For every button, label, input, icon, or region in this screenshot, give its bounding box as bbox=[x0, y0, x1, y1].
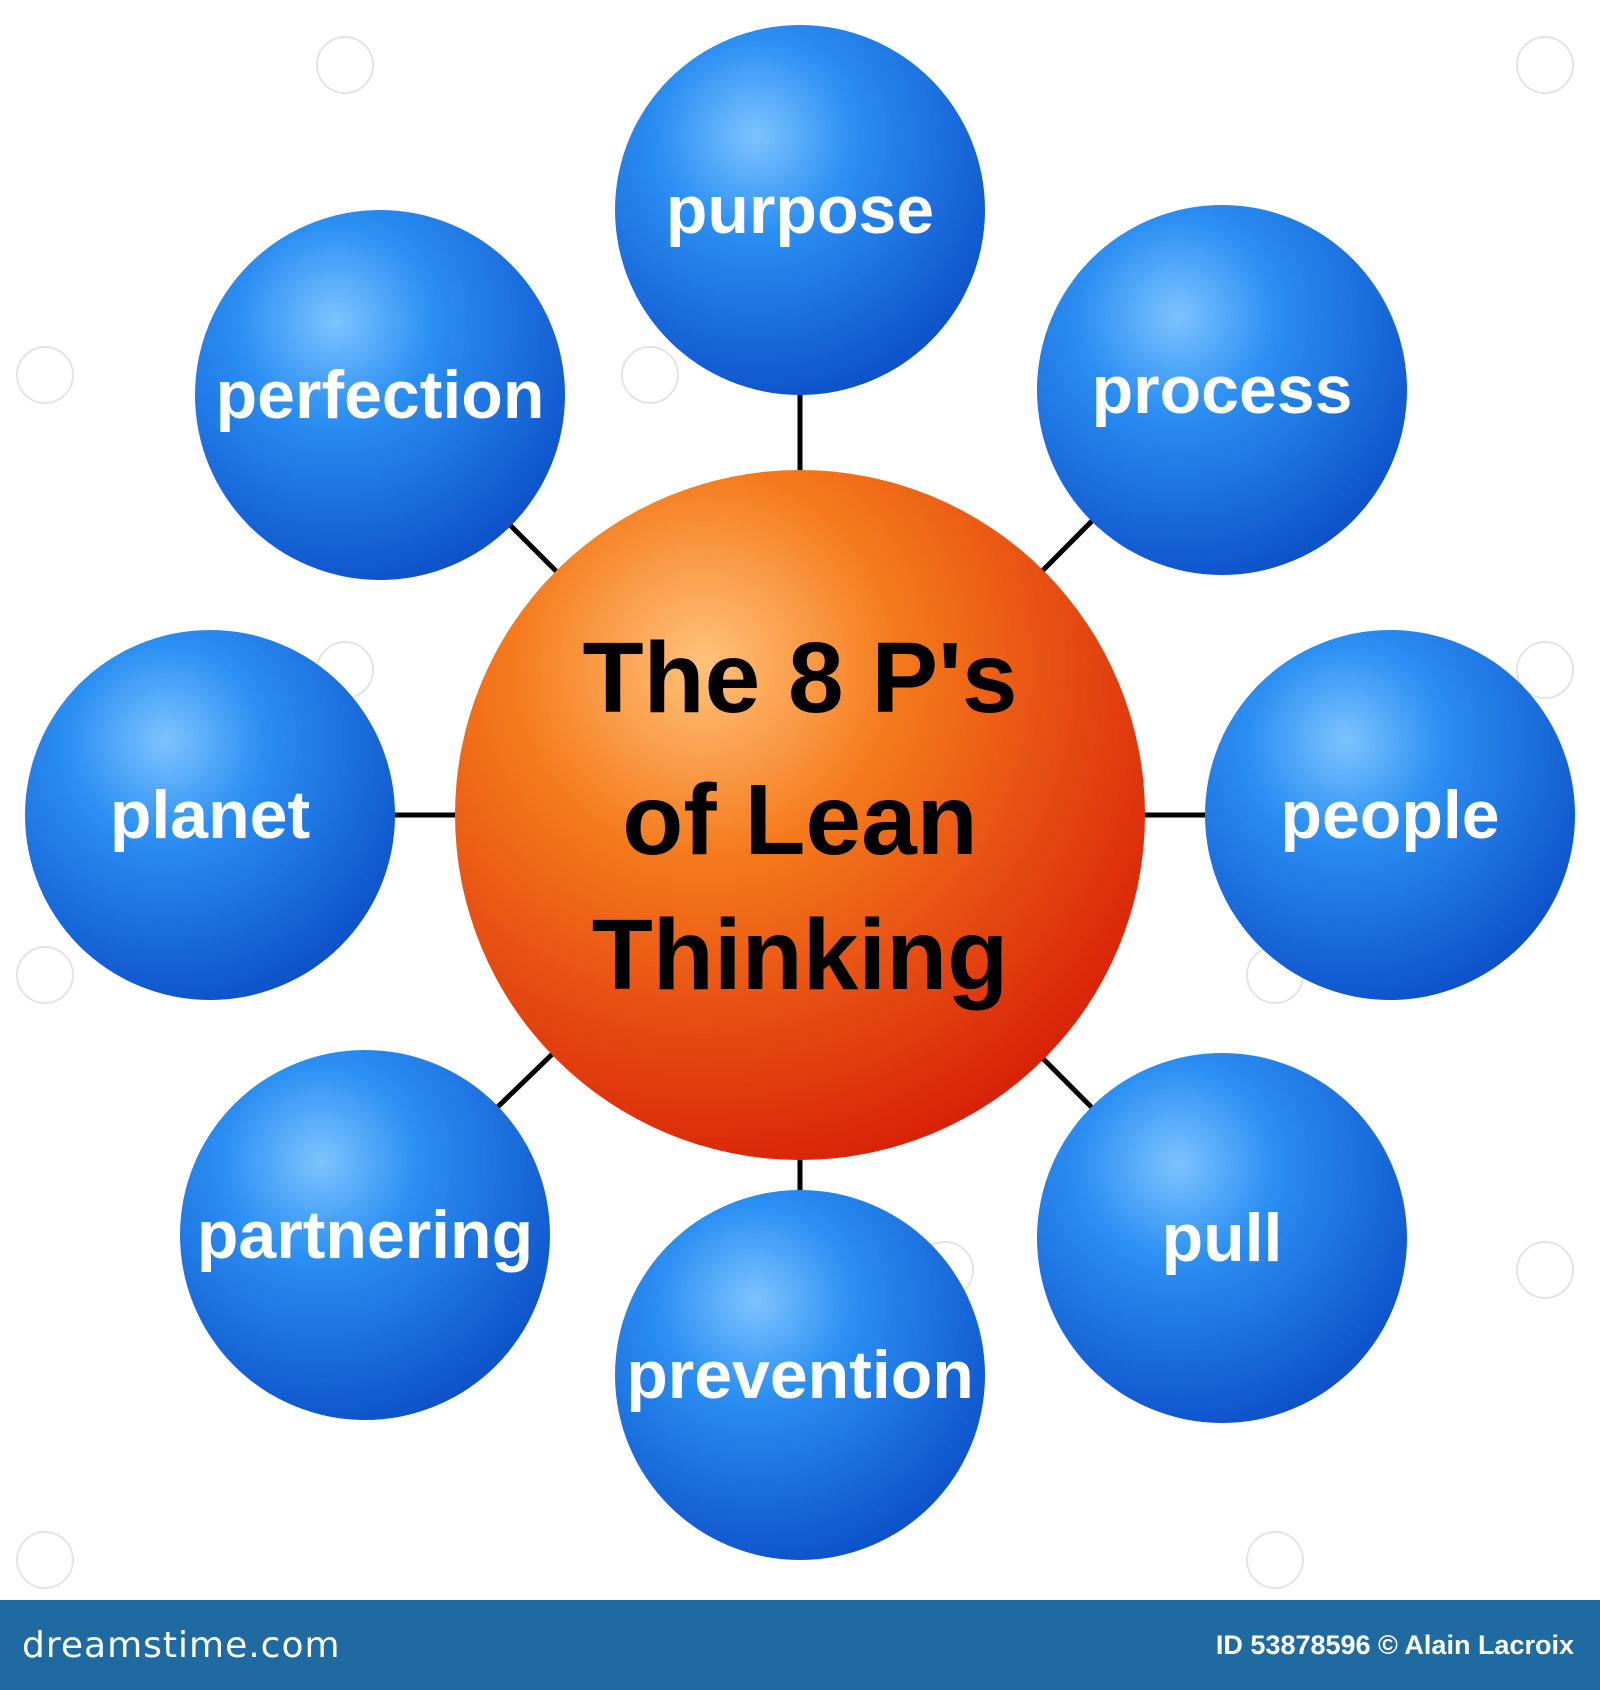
footer-brand: dreamstime.com bbox=[22, 1624, 341, 1666]
node-people-label: people bbox=[1280, 777, 1499, 853]
node-partnering-label: partnering bbox=[197, 1197, 533, 1273]
node-perfection-label: perfection bbox=[216, 357, 545, 433]
node-pull-circle bbox=[1037, 1053, 1407, 1423]
node-purpose-label: purpose bbox=[666, 172, 934, 248]
center-circle bbox=[455, 470, 1145, 1160]
node-prevention-circle bbox=[615, 1190, 985, 1560]
node-process: process bbox=[1037, 205, 1407, 575]
connector-pull bbox=[1039, 1054, 1096, 1112]
node-people: people bbox=[1205, 630, 1575, 1000]
node-prevention-label: prevention bbox=[626, 1337, 974, 1413]
center-title-line-3: Thinking bbox=[592, 899, 1009, 1011]
footer-bar: dreamstime.com ID 53878596 © Alain Lacro… bbox=[0, 1600, 1600, 1690]
center-title-line-2: of Lean bbox=[622, 764, 978, 876]
node-purpose: purpose bbox=[615, 25, 985, 395]
node-perfection-circle bbox=[195, 210, 565, 580]
node-people-circle bbox=[1205, 630, 1575, 1000]
node-partnering-circle bbox=[180, 1050, 550, 1420]
node-perfection: perfection bbox=[195, 210, 565, 580]
node-prevention: prevention bbox=[615, 1190, 985, 1560]
footer-credit: ID 53878596 © Alain Lacroix bbox=[1215, 1629, 1574, 1660]
center-title-line-1: The 8 P's bbox=[582, 622, 1017, 734]
node-purpose-circle bbox=[615, 25, 985, 395]
lean-thinking-diagram: purpose process people pull prevention p… bbox=[16, 25, 1575, 1589]
connector-process bbox=[1038, 516, 1097, 575]
node-process-circle bbox=[1037, 205, 1407, 575]
node-planet-label: planet bbox=[110, 777, 310, 853]
connector-partnering bbox=[493, 1050, 557, 1112]
center-node: The 8 P's of Lean Thinking bbox=[455, 470, 1145, 1160]
node-partnering: partnering bbox=[180, 1050, 550, 1420]
node-pull: pull bbox=[1037, 1053, 1407, 1423]
node-pull-label: pull bbox=[1162, 1200, 1283, 1276]
node-process-label: process bbox=[1092, 352, 1353, 428]
node-planet-circle bbox=[25, 630, 395, 1000]
connector-perfection bbox=[506, 521, 561, 576]
node-planet: planet bbox=[25, 630, 395, 1000]
